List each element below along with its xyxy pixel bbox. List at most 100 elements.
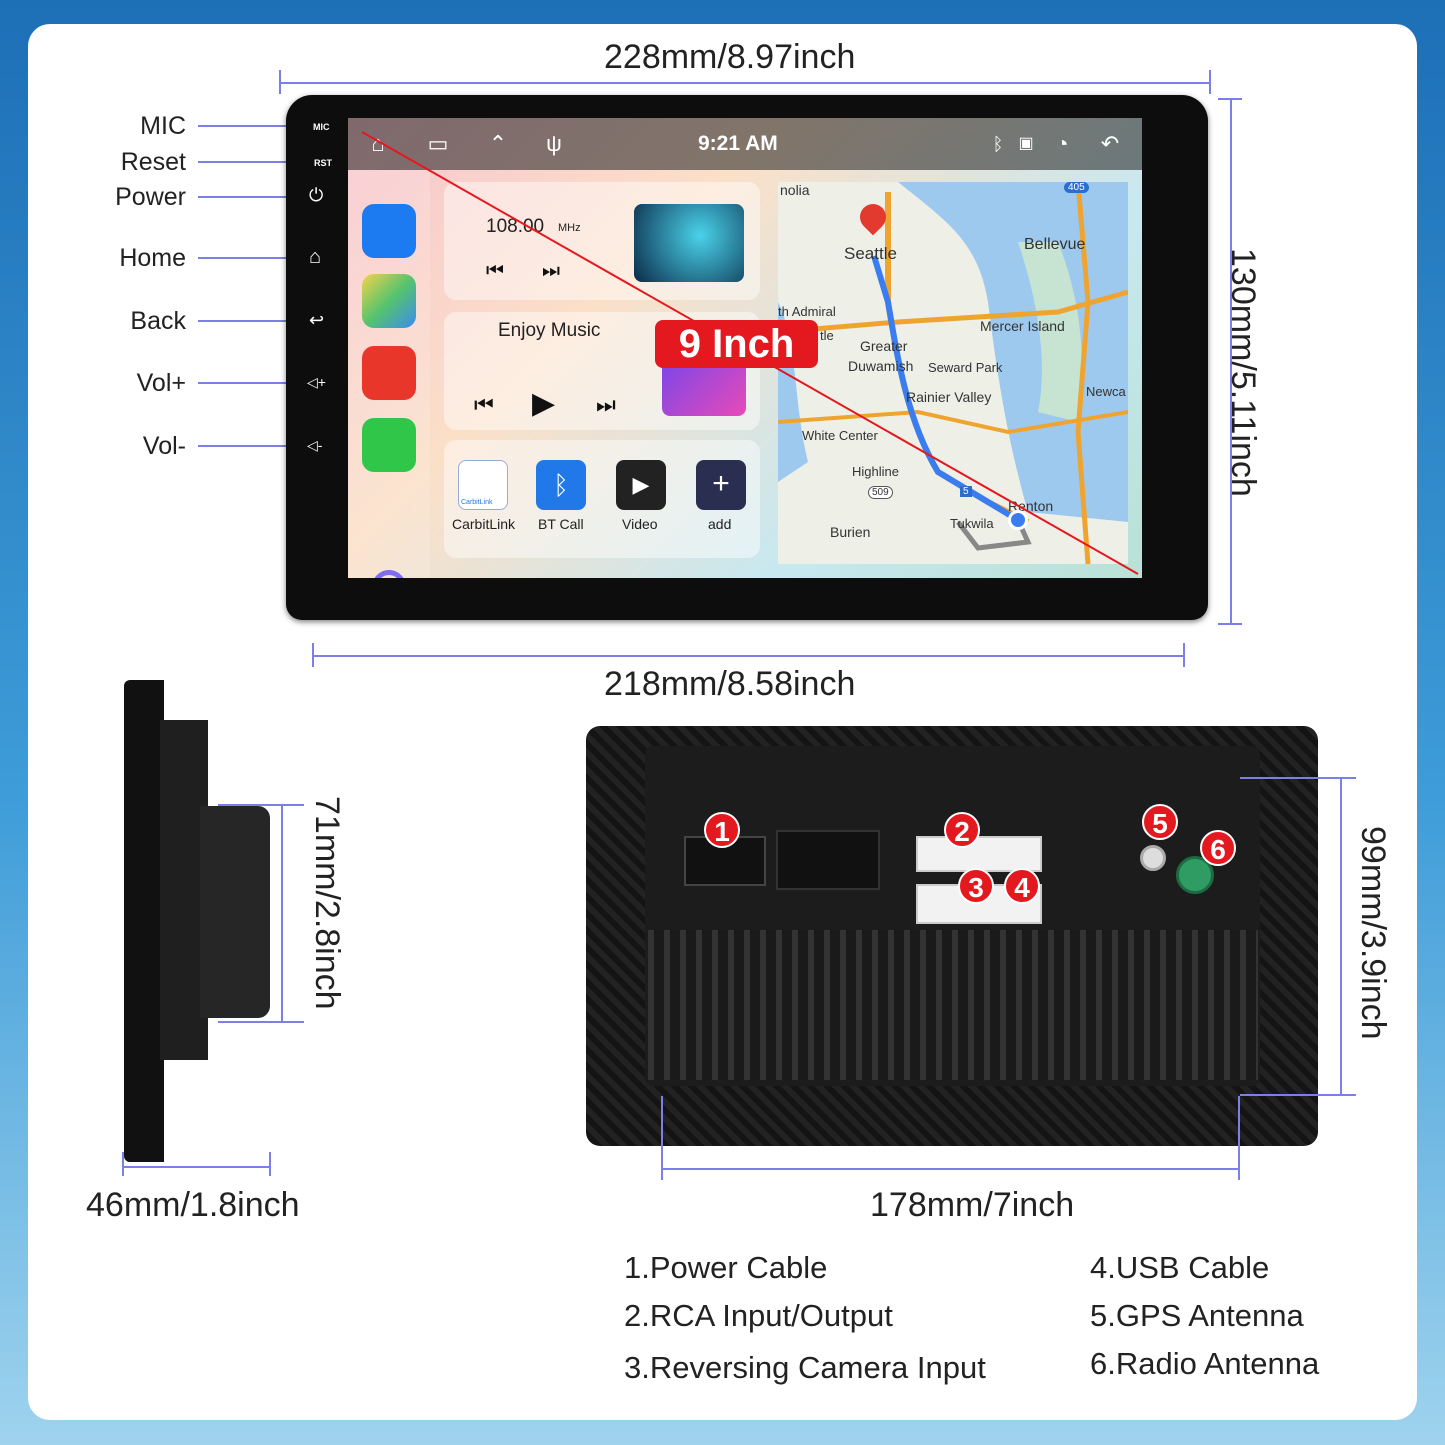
map-label: Highline bbox=[852, 464, 899, 479]
map-label: tle bbox=[820, 328, 834, 343]
clock: 9:21 AM bbox=[698, 132, 778, 155]
current-location-icon bbox=[1008, 510, 1028, 530]
radio-widget[interactable]: 108.00 MHz ⏮ ⏭ bbox=[444, 182, 760, 300]
map-label: th Admiral bbox=[778, 304, 836, 319]
side-depth-label: 46mm/1.8inch bbox=[86, 1186, 300, 1224]
bluetooth-icon: ᛒ bbox=[992, 134, 1004, 154]
tick bbox=[1238, 1096, 1240, 1180]
map-label: nolia bbox=[780, 182, 810, 198]
highway-509-shield: 509 bbox=[868, 486, 893, 499]
main-socket bbox=[776, 830, 880, 890]
side-view-chassis bbox=[200, 806, 270, 1018]
tick bbox=[279, 70, 281, 94]
map-label: Seattle bbox=[844, 244, 897, 263]
mic-mark: MIC bbox=[313, 122, 330, 132]
podcast-app-icon[interactable] bbox=[362, 346, 416, 400]
tick bbox=[1218, 623, 1242, 625]
back-width-line bbox=[662, 1168, 1240, 1170]
port-number-6: 6 bbox=[1200, 830, 1236, 866]
chevron-up-icon[interactable]: ⌃ bbox=[488, 131, 508, 156]
tick bbox=[122, 1152, 124, 1176]
bluetooth-call-icon[interactable]: ᛒ bbox=[536, 460, 586, 510]
recent-apps-icon[interactable]: ▭ bbox=[427, 131, 449, 156]
music-title: Enjoy Music bbox=[498, 320, 601, 341]
tick bbox=[1209, 70, 1211, 94]
label-power: Power bbox=[115, 183, 186, 211]
wifi-icon: ◔ bbox=[1055, 131, 1069, 156]
back-button[interactable]: ↩ bbox=[309, 310, 325, 330]
video-label: Video bbox=[622, 516, 658, 532]
next-icon[interactable]: ⏭ bbox=[542, 260, 560, 282]
bt-call-label: BT Call bbox=[538, 516, 584, 532]
map-label: Mercer Island bbox=[980, 318, 1065, 334]
side-height-label: 71mm/2.8inch bbox=[308, 796, 346, 1010]
back-height-label: 99mm/3.9inch bbox=[1354, 826, 1392, 1040]
prev-icon[interactable]: ⏮ bbox=[486, 260, 504, 282]
home-icon[interactable]: ⌂ bbox=[371, 131, 385, 156]
tick bbox=[1183, 643, 1185, 667]
height-line bbox=[1230, 99, 1232, 623]
map-label: White Center bbox=[802, 428, 878, 443]
back-width-label: 178mm/7inch bbox=[870, 1186, 1075, 1224]
side-depth-line bbox=[123, 1166, 271, 1168]
rca-port bbox=[916, 836, 1042, 872]
shortcuts-widget: CarbitLink CarbitLink ᛒ BT Call ▶ Video … bbox=[444, 440, 760, 558]
play-icon[interactable]: ▶ bbox=[532, 387, 556, 420]
cast-icon: ▣ bbox=[1018, 135, 1034, 152]
height-label: 130mm/5.11inch bbox=[1224, 248, 1262, 497]
tick bbox=[1240, 777, 1356, 779]
port-number-4: 4 bbox=[1004, 868, 1040, 904]
status-bar: ⌂ ▭ ⌃ ψ 9:21 AM ᛒ ▣ ◔ ↶ bbox=[348, 118, 1142, 170]
prev-icon[interactable]: ⏮ bbox=[474, 392, 494, 417]
label-home: Home bbox=[119, 244, 186, 272]
map-label: Seward Park bbox=[928, 360, 1003, 375]
carbitlink-icon[interactable] bbox=[458, 460, 508, 510]
label-vol-down: Vol- bbox=[142, 432, 186, 460]
port-number-2: 2 bbox=[944, 812, 980, 848]
tick bbox=[218, 1021, 304, 1023]
port-number-5: 5 bbox=[1142, 804, 1178, 840]
music-artwork bbox=[662, 360, 746, 416]
app-grid-icon[interactable] bbox=[362, 204, 416, 258]
phone-app-icon[interactable] bbox=[362, 418, 416, 472]
maps-app-icon[interactable] bbox=[362, 274, 416, 328]
carbitlink-label: CarbitLink bbox=[452, 516, 516, 532]
tick bbox=[312, 643, 314, 667]
next-icon[interactable]: ⏭ bbox=[596, 392, 616, 417]
label-mic: MIC bbox=[140, 112, 186, 140]
navigation-map[interactable]: nolia Seattle Bellevue th Admiral tle Me… bbox=[778, 182, 1128, 564]
top-width-label: 228mm/8.97inch bbox=[604, 38, 856, 76]
vol-down-button[interactable]: ◁- bbox=[307, 437, 323, 453]
map-label: Bellevue bbox=[1024, 236, 1086, 253]
tick bbox=[218, 804, 304, 806]
map-label: Burien bbox=[830, 524, 871, 540]
leader-line bbox=[198, 445, 298, 447]
add-label: add bbox=[708, 516, 732, 532]
leader-line bbox=[198, 257, 298, 259]
home-button[interactable]: ⌂ bbox=[309, 246, 322, 268]
add-icon[interactable]: + bbox=[696, 460, 746, 510]
screen-width-label: 218mm/8.58inch bbox=[604, 665, 856, 703]
label-reset: Reset bbox=[120, 148, 186, 176]
leader-line bbox=[198, 161, 298, 163]
leader-line bbox=[198, 125, 298, 127]
port-number-3: 3 bbox=[958, 868, 994, 904]
map-graphic bbox=[778, 182, 1128, 564]
radio-frequency: 108.00 bbox=[486, 216, 545, 237]
highway-405-shield: 405 bbox=[1064, 182, 1089, 193]
legend-item: 6.Radio Antenna bbox=[1090, 1346, 1320, 1381]
leader-line bbox=[198, 382, 298, 384]
highway-5-shield: 5 bbox=[960, 486, 972, 497]
video-icon[interactable]: ▶ bbox=[616, 460, 666, 510]
tick bbox=[1218, 98, 1242, 100]
leader-line bbox=[198, 196, 298, 198]
legend-item: 3.Reversing Camera Input bbox=[624, 1350, 986, 1385]
vol-up-button[interactable]: ◁+ bbox=[307, 374, 326, 390]
app-dock bbox=[348, 170, 430, 578]
tick bbox=[1240, 1094, 1356, 1096]
leader-line bbox=[198, 320, 298, 322]
label-back: Back bbox=[130, 307, 186, 335]
power-button[interactable]: ⏻ bbox=[309, 185, 324, 205]
port-number-1: 1 bbox=[704, 812, 740, 848]
back-icon[interactable]: ↶ bbox=[1100, 131, 1120, 156]
